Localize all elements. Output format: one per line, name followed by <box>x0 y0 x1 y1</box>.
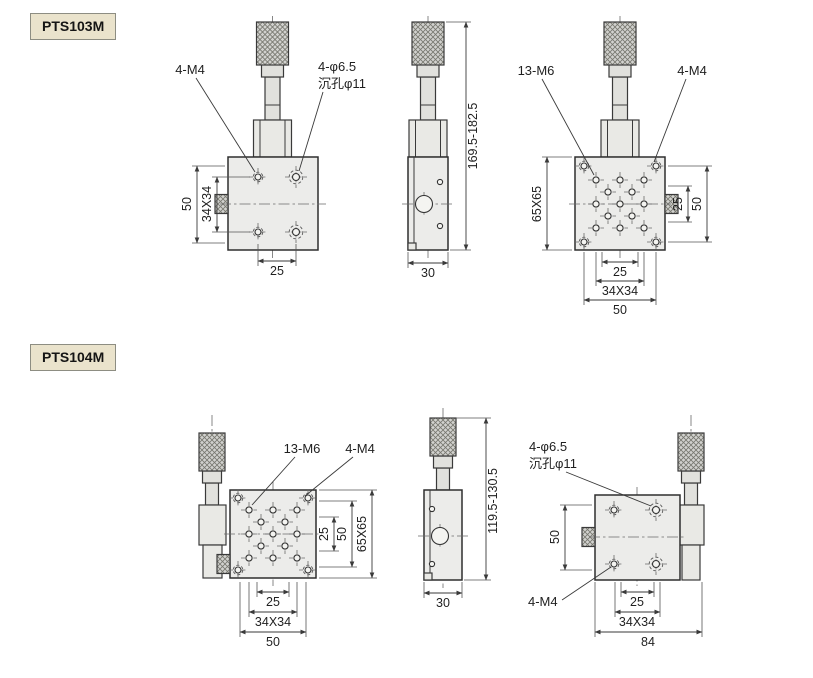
dim-text: 169.5-182.5 <box>466 103 480 170</box>
stage-body <box>227 156 319 251</box>
label-text: 沉孔φ11 <box>529 456 577 471</box>
dim-text: 25 <box>317 527 331 541</box>
label-13-m6: 13-M6 <box>518 63 595 176</box>
pts104m-back-view: 4-φ6.5 沉孔φ11 4-M4 50 25 <box>528 415 705 649</box>
dim-text: 30 <box>421 266 435 280</box>
label-text: 4-M4 <box>528 594 558 609</box>
pts103m-front-view: 4-M4 4-φ6.5 沉孔φ11 50 34X34 <box>175 16 366 278</box>
dim-25-right: 25 <box>668 185 692 223</box>
stage-body <box>594 494 681 581</box>
dim-text: 50 <box>548 530 562 544</box>
dim-overall-height: 119.5-130.5 <box>456 417 500 581</box>
side-knob-axis <box>430 526 450 546</box>
dim-text: 65X65 <box>355 516 369 552</box>
dim-text: 25 <box>270 264 284 278</box>
dim-text: 25 <box>266 595 280 609</box>
dim-34x34-bottom: 34X34 <box>595 252 645 298</box>
label-text: 4-M4 <box>677 63 707 78</box>
label-text: 4-φ6.5 <box>318 59 356 74</box>
micrometer <box>408 21 448 158</box>
model-badge-pts103m: PTS103M <box>30 13 117 40</box>
dim-text: 50 <box>335 527 349 541</box>
dim-overall-height: 169.5-182.5 <box>446 21 480 251</box>
label-text: 4-φ6.5 <box>529 439 567 454</box>
side-knob-axis <box>414 194 434 214</box>
dim-25-bottom: 25 <box>256 582 290 609</box>
dim-65x65: 65X65 <box>530 156 572 251</box>
dim-50-bottom: 50 <box>583 252 657 317</box>
label-13-m6: 13-M6 <box>251 441 321 506</box>
dim-34x34-vertical: 34X34 <box>200 176 250 233</box>
label-4-m4: 4-M4 <box>175 62 256 173</box>
dim-50-bottom: 50 <box>239 582 307 649</box>
micrometer <box>600 21 640 158</box>
dim-65x65-right: 65X65 <box>319 489 377 579</box>
dim-text: 34X34 <box>602 284 638 298</box>
dim-50-vertical: 50 <box>180 165 225 244</box>
dim-30-bottom: 30 <box>423 582 463 610</box>
micrometer <box>252 21 293 158</box>
dim-text: 119.5-130.5 <box>486 468 500 534</box>
label-counterbore: 4-φ6.5 沉孔φ11 <box>298 59 366 172</box>
dim-25-bottom: 25 <box>601 252 639 279</box>
dim-text: 50 <box>613 303 627 317</box>
label-text: 4-M4 <box>345 441 375 456</box>
dim-34x34-bottom: 34X34 <box>248 582 298 629</box>
label-counterbore: 4-φ6.5 沉孔φ11 <box>529 439 652 507</box>
micrometer <box>429 417 457 491</box>
side-adjust-knob <box>216 553 231 575</box>
dim-text: 30 <box>436 596 450 610</box>
dim-25-right: 25 <box>317 516 339 552</box>
dim-text: 84 <box>641 635 655 649</box>
dim-text: 34X34 <box>200 186 214 222</box>
pts104m-front-view: 13-M6 4-M4 25 50 <box>198 415 377 649</box>
label-4-m4: 4-M4 <box>653 63 707 163</box>
label-text: 沉孔φ11 <box>318 76 366 91</box>
label-text: 13-M6 <box>284 441 321 456</box>
dim-84-bottom: 84 <box>594 582 703 649</box>
label-text: 13-M6 <box>518 63 555 78</box>
dim-text: 34X34 <box>619 615 655 629</box>
dim-text: 34X34 <box>255 615 291 629</box>
dim-text: 25 <box>630 595 644 609</box>
pts103m-back-view: 13-M6 4-M4 65X65 25 <box>518 16 712 317</box>
dim-30-bottom: 30 <box>407 252 449 280</box>
dim-text: 25 <box>671 197 685 211</box>
label-text: 4-M4 <box>175 62 205 77</box>
pts103m-side-view: 169.5-182.5 30 <box>402 16 480 280</box>
pts104m-side-view: 119.5-130.5 30 <box>418 408 500 610</box>
dim-text: 25 <box>613 265 627 279</box>
dim-50-right: 50 <box>668 165 712 243</box>
dim-34x34-bottom: 34X34 <box>614 582 661 629</box>
dim-25-bottom: 25 <box>257 244 297 278</box>
dim-25-bottom: 25 <box>620 582 655 609</box>
dim-text: 65X65 <box>530 186 544 222</box>
dim-text: 50 <box>180 197 194 211</box>
dim-50-right: 50 <box>319 500 357 568</box>
dim-50-left: 50 <box>548 504 592 571</box>
dim-text: 50 <box>690 197 704 211</box>
micrometer <box>677 432 705 506</box>
dim-text: 50 <box>266 635 280 649</box>
label-4-m4: 4-M4 <box>304 441 375 497</box>
label-4-m4: 4-M4 <box>528 566 612 609</box>
model-badge-pts104m: PTS104M <box>30 344 117 371</box>
micrometer <box>198 432 226 506</box>
